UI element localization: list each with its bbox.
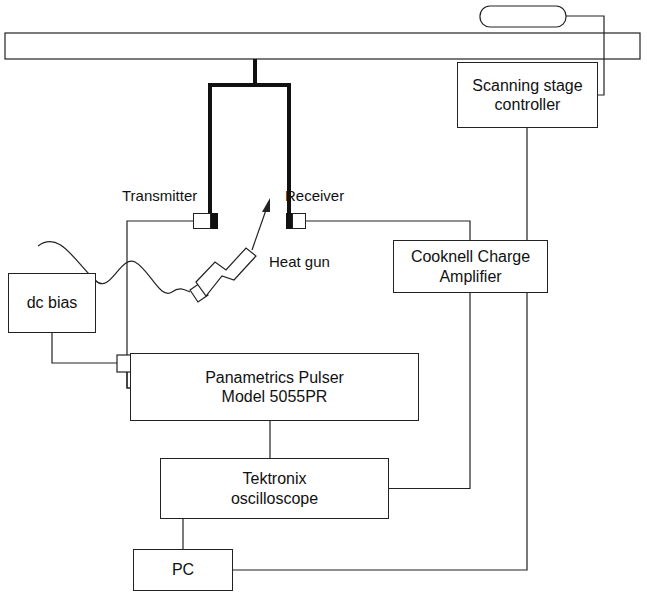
signal-wire xyxy=(183,519,184,549)
pc-box: PC xyxy=(133,549,233,591)
box-label: Panametrics Pulser Model 5055PR xyxy=(190,368,360,406)
box-label: PC xyxy=(172,560,194,579)
holder-stem xyxy=(253,59,257,85)
box-label: dc bias xyxy=(27,293,78,312)
heat-gun-body xyxy=(196,248,256,296)
arrow-head xyxy=(262,198,270,212)
signal-wire xyxy=(306,221,470,240)
transmitter-transducer: Transmitter xyxy=(193,213,211,229)
box-label: Scanning stage controller xyxy=(465,76,590,114)
pulser-box: Panametrics Pulser Model 5055PR xyxy=(130,353,419,421)
probe-holder xyxy=(210,85,289,213)
part-label: Heat gun xyxy=(268,253,331,270)
amplifier-box: Cooknell Charge Amplifier xyxy=(393,240,548,293)
transducer-face xyxy=(211,213,218,229)
probe-label: Receiver xyxy=(285,187,344,205)
probe-label: Transmitter xyxy=(122,187,197,205)
dc-bias-box: dc bias xyxy=(8,273,96,333)
oscilloscope-box: Tektronix oscilloscope xyxy=(160,458,389,519)
receiver-transducer: Receiver xyxy=(292,213,306,229)
controller-box: Scanning stage controller xyxy=(457,62,598,128)
box-label: Tektronix oscilloscope xyxy=(217,469,332,507)
box-label: Cooknell Charge Amplifier xyxy=(401,247,541,285)
scanning-rail xyxy=(5,33,640,59)
air-flow-arrow xyxy=(252,210,266,250)
signal-wire xyxy=(270,421,271,458)
stage-carriage xyxy=(480,6,566,27)
